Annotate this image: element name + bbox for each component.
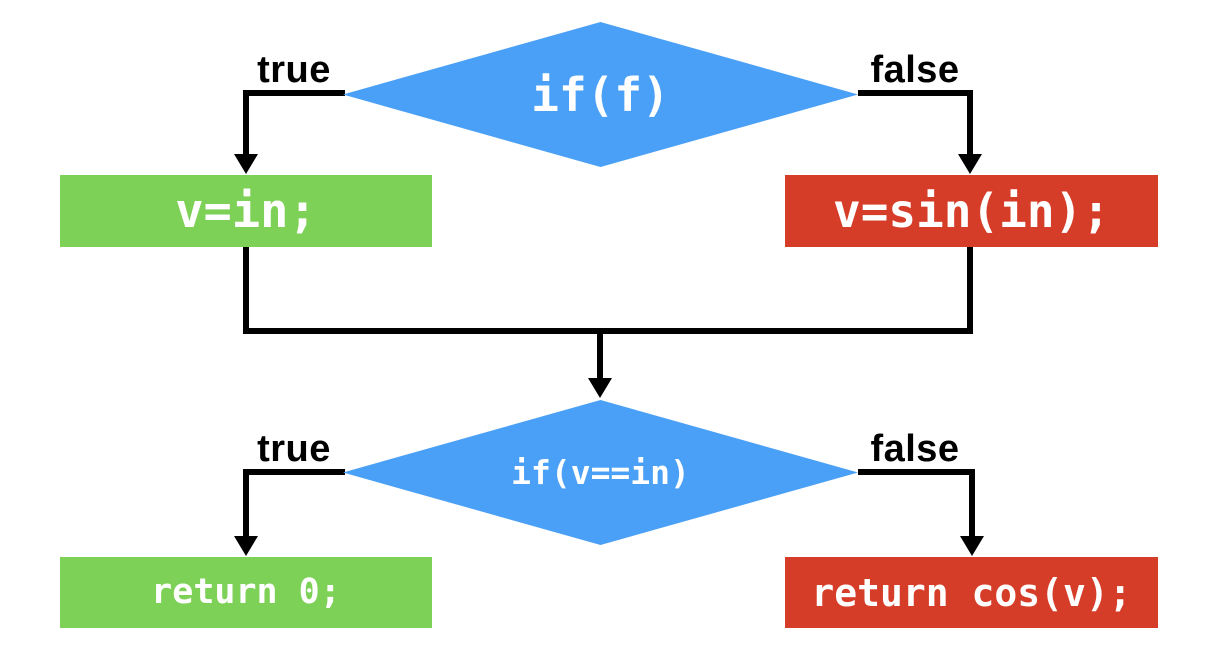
decision-node-1: if(f) — [343, 22, 858, 167]
edge-merge-horizontal — [243, 328, 973, 334]
arrowhead-decision1-false-icon — [958, 154, 982, 174]
edge-decision1-false-vertical — [967, 90, 973, 158]
terminal-node-false: return cos(v); — [785, 557, 1158, 628]
branch-label-false-2: false — [870, 428, 960, 471]
decision-node-2: if(v==in) — [343, 400, 858, 545]
branch-label-true-2: true — [257, 428, 331, 471]
decision-node-1-label: if(f) — [531, 67, 670, 122]
edge-decision2-true-vertical — [243, 469, 249, 540]
process-node-true-1: v=in; — [60, 175, 432, 247]
edge-merge-drop-vertical — [597, 334, 603, 382]
terminal-node-true: return 0; — [60, 557, 432, 628]
edge-decision1-true-horizontal — [243, 90, 345, 96]
edge-merge-right-vertical — [967, 247, 973, 334]
arrowhead-merge-drop-icon — [588, 378, 612, 398]
process-node-false-1: v=sin(in); — [785, 175, 1158, 247]
edge-decision2-false-vertical — [969, 469, 975, 540]
process-node-true-1-label: v=in; — [175, 183, 317, 239]
arrowhead-decision2-true-icon — [234, 536, 258, 556]
edge-merge-left-vertical — [243, 247, 249, 334]
edge-decision2-false-horizontal — [858, 469, 975, 475]
decision-node-2-label: if(v==in) — [511, 453, 690, 492]
arrowhead-decision1-true-icon — [234, 154, 258, 174]
terminal-node-true-label: return 0; — [151, 572, 341, 612]
edge-decision1-true-vertical — [243, 90, 249, 158]
arrowhead-decision2-false-icon — [960, 536, 984, 556]
branch-label-false-1: false — [870, 49, 960, 92]
edge-decision2-true-horizontal — [243, 469, 345, 475]
edge-decision1-false-horizontal — [858, 90, 973, 96]
branch-label-true-1: true — [257, 49, 331, 92]
terminal-node-false-label: return cos(v); — [811, 570, 1132, 615]
process-node-false-1-label: v=sin(in); — [833, 184, 1110, 238]
